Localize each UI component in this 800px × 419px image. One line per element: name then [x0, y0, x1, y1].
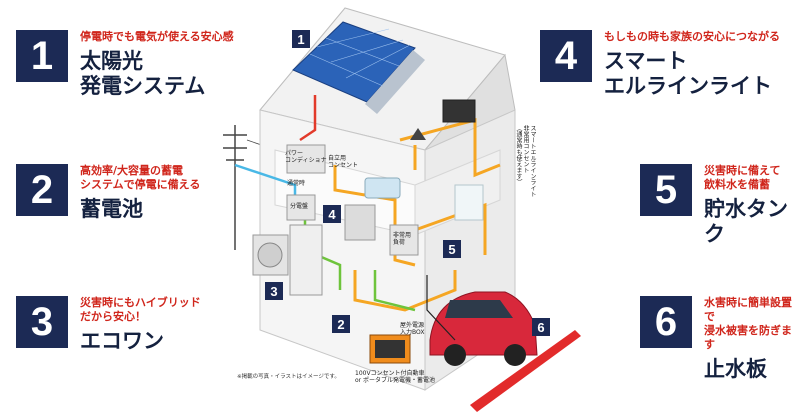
diagram-tag-5: 5: [443, 240, 461, 258]
feature-subtitle: 高効率/大容量の蓄電 システムで停電に備える: [80, 164, 201, 191]
image-note: ※掲載の写真・イラストはイメージです。: [237, 374, 340, 380]
feature-title: エコワン: [80, 329, 164, 353]
feature-number: 5: [640, 164, 692, 216]
label-emergency-load: 非常用 負荷: [393, 232, 412, 246]
diagram-tag-6: 6: [532, 318, 550, 336]
feature-number: 2: [16, 164, 68, 216]
feature-subtitle: もしもの時も家族の安心につながる: [604, 30, 780, 43]
diagram-tag-4: 4: [323, 205, 341, 223]
power-conditioner-icon: [286, 144, 326, 174]
feature-title: スマート エルラインライト: [604, 49, 772, 98]
label-generator: 100Vコンセント付自動車 or ポータブル発電機・蓄電池: [355, 370, 436, 384]
bathtub-icon: [364, 177, 401, 199]
diagram-tag-2: 2: [332, 315, 350, 333]
label-external-power: 屋外電源 入力BOX: [400, 322, 425, 336]
flood-barrier-icon: [470, 330, 581, 412]
feature-subtitle: 災害時に備えて 飲料水を備蓄: [704, 164, 781, 191]
feature-title: 蓄電池: [80, 197, 143, 221]
ecoone-unit-icon: [252, 224, 323, 296]
feature-number: 4: [540, 30, 592, 82]
feature-smart-light: 4 もしもの時も家族の安心につながる スマート エルラインライト: [540, 30, 780, 99]
distribution-board-icon: [286, 194, 316, 221]
water-tank-icon: [454, 184, 484, 221]
tv-icon: [442, 99, 476, 123]
feature-water-tank: 5 災害時に備えて 飲料水を備蓄 貯水タンク: [640, 164, 800, 247]
generator-icon: [369, 334, 411, 364]
label-normal-time: 通常時: [287, 180, 306, 187]
house-drawing: [223, 7, 581, 412]
label-distribution-board: 分電盤: [290, 203, 309, 210]
label-outlet: 自立用 コンセント: [328, 155, 359, 169]
feature-subtitle: 災害時にもハイブリッド だから安心！: [80, 296, 201, 323]
emergency-board-icon: [389, 224, 419, 256]
feature-flood-barrier: 6 水害時に簡単設置で 浸水被害を防ぎます 止水板: [640, 296, 800, 382]
feature-subtitle: 水害時に簡単設置で 浸水被害を防ぎます: [704, 296, 792, 351]
house-illustration: 1 2 3 4 5 6 パワー コンディショナ 自立用 コンセント 通常時 分電…: [215, 0, 590, 419]
feature-title: 止水板: [704, 357, 767, 381]
solar-panel-icon: [292, 21, 425, 114]
label-power-conditioner: パワー コンディショナ: [285, 150, 327, 164]
lamp-icon: [410, 128, 426, 140]
feature-number: 6: [640, 296, 692, 348]
feature-number: 3: [16, 296, 68, 348]
diagram-tag-1: 1: [292, 30, 310, 48]
feature-title: 貯水タンク: [704, 197, 788, 246]
label-smart-light: スマートエルラインライト 非常用コンセント （通常時も使えます）: [515, 125, 536, 197]
diagram-tag-3: 3: [265, 282, 283, 300]
feature-subtitle: 停電時でも電気が使える安心感: [80, 30, 234, 43]
feature-number: 1: [16, 30, 68, 82]
feature-solar: 1 停電時でも電気が使える安心感 太陽光 発電システム: [16, 30, 234, 99]
battery-unit-icon: [344, 204, 376, 241]
feature-title: 太陽光 発電システム: [80, 49, 206, 98]
feature-battery: 2 高効率/大容量の蓄電 システムで停電に備える 蓄電池: [16, 164, 200, 222]
feature-ecoone: 3 災害時にもハイブリッド だから安心！ エコワン: [16, 296, 201, 354]
